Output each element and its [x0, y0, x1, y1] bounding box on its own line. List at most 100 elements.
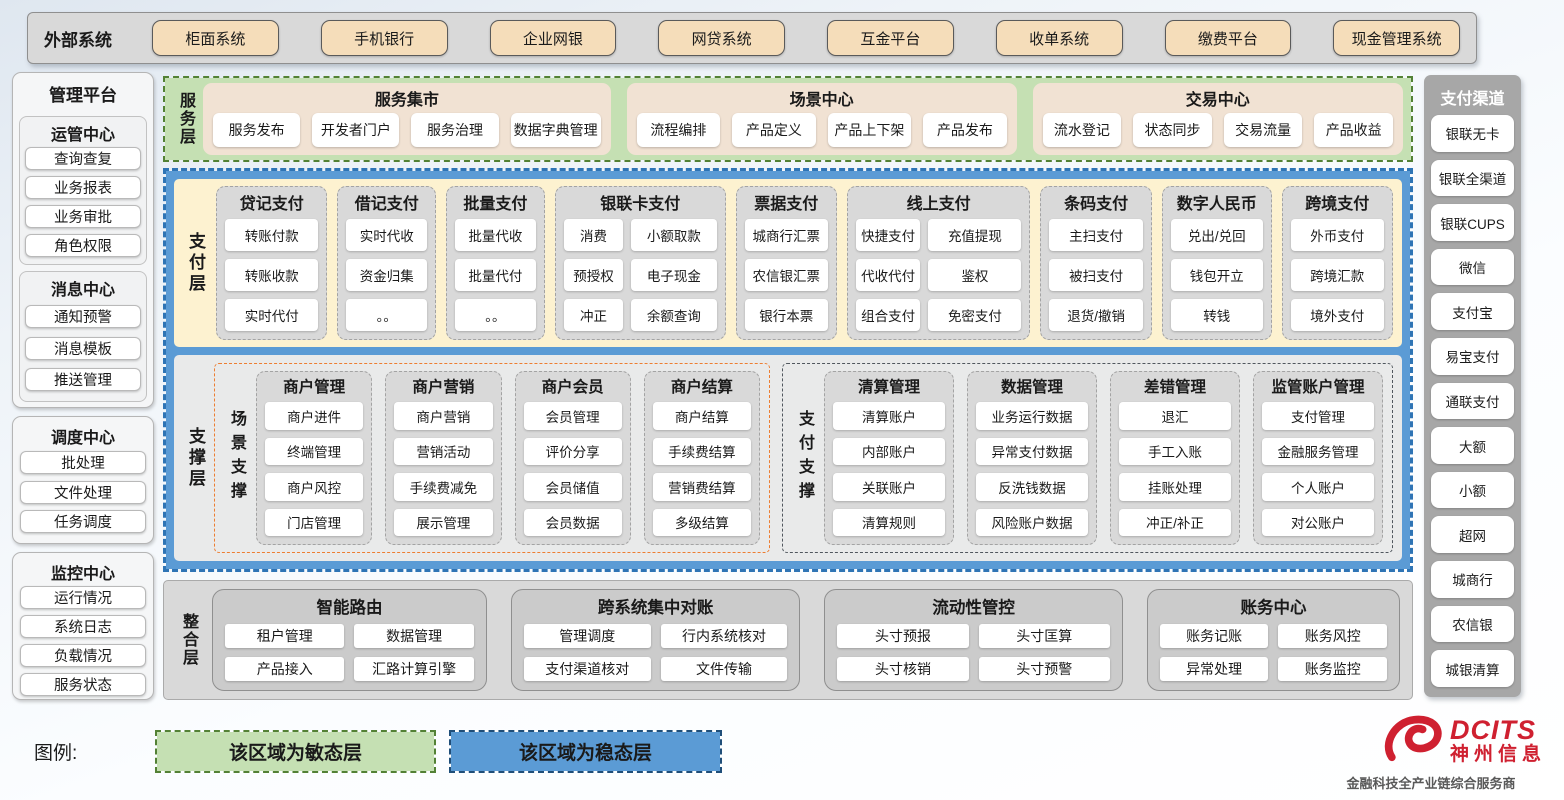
support-item-button[interactable]: 终端管理: [265, 437, 364, 465]
support-item-button[interactable]: 对公账户: [1261, 508, 1374, 536]
service-item-button[interactable]: 交易流量: [1223, 113, 1303, 147]
payment-item-button[interactable]: 农信银汇票: [744, 259, 828, 291]
channel-button[interactable]: 城银清算: [1431, 650, 1514, 687]
payment-item-button[interactable]: 转账收款: [225, 259, 319, 291]
external-system-button[interactable]: 手机银行: [320, 20, 448, 56]
payment-item-button[interactable]: 免密支付: [928, 299, 1022, 331]
support-item-button[interactable]: 退汇: [1118, 402, 1231, 430]
support-item-button[interactable]: 展示管理: [394, 508, 493, 536]
integration-item-button[interactable]: 头寸核销: [837, 657, 969, 681]
service-item-button[interactable]: 产品上下架: [827, 113, 912, 147]
support-item-button[interactable]: 挂账处理: [1118, 473, 1231, 501]
channel-button[interactable]: 超网: [1431, 516, 1514, 554]
support-item-button[interactable]: 营销费结算: [652, 473, 751, 501]
support-item-button[interactable]: 会员数据: [523, 508, 622, 536]
service-item-button[interactable]: 流程编排: [636, 113, 721, 147]
payment-item-button[interactable]: 批量代付: [455, 259, 536, 291]
channel-button[interactable]: 通联支付: [1431, 382, 1514, 420]
channel-button[interactable]: 银联CUPS: [1431, 204, 1514, 241]
service-item-button[interactable]: 开发者门户: [312, 113, 400, 147]
integration-item-button[interactable]: 头寸预报: [837, 624, 969, 648]
external-system-button[interactable]: 柜面系统: [152, 20, 279, 56]
support-item-button[interactable]: 会员储值: [523, 473, 622, 501]
support-item-button[interactable]: 评价分享: [523, 437, 622, 465]
integration-item-button[interactable]: 行内系统核对: [660, 624, 788, 648]
support-item-button[interactable]: 反洗钱数据: [975, 473, 1088, 501]
support-item-button[interactable]: 内部账户: [832, 437, 945, 465]
payment-item-button[interactable]: 银行本票: [744, 299, 828, 331]
payment-item-button[interactable]: 组合支付: [855, 299, 921, 331]
payment-item-button[interactable]: 资金归集: [346, 259, 428, 291]
payment-item-button[interactable]: 。。: [346, 299, 428, 331]
support-item-button[interactable]: 金融服务管理: [1261, 437, 1374, 465]
support-item-button[interactable]: 商户进件: [265, 402, 364, 430]
integration-item-button[interactable]: 产品接入: [225, 657, 345, 681]
management-item-button[interactable]: 推送管理: [25, 368, 141, 392]
payment-item-button[interactable]: 批量代收: [455, 219, 536, 251]
payment-item-button[interactable]: 充值提现: [928, 219, 1022, 251]
management-item-button[interactable]: 查询查复: [25, 147, 141, 170]
management-item-button[interactable]: 角色权限: [25, 234, 141, 257]
channel-button[interactable]: 农信银: [1431, 605, 1514, 643]
management-item-button[interactable]: 负载情况: [20, 644, 146, 667]
integration-item-button[interactable]: 账务记账: [1159, 624, 1269, 648]
integration-item-button[interactable]: 管理调度: [523, 624, 651, 648]
integration-item-button[interactable]: 汇路计算引擎: [354, 657, 474, 681]
support-item-button[interactable]: 风险账户数据: [975, 508, 1088, 536]
management-item-button[interactable]: 业务审批: [25, 205, 141, 228]
external-system-button[interactable]: 互金平台: [827, 20, 954, 56]
management-item-button[interactable]: 系统日志: [20, 615, 146, 638]
integration-item-button[interactable]: 头寸预警: [978, 657, 1110, 681]
support-item-button[interactable]: 门店管理: [265, 508, 364, 536]
management-item-button[interactable]: 任务调度: [20, 510, 146, 534]
support-item-button[interactable]: 冲正/补正: [1118, 508, 1231, 536]
integration-item-button[interactable]: 账务监控: [1278, 657, 1387, 681]
payment-item-button[interactable]: 兑出/兑回: [1170, 219, 1263, 251]
support-item-button[interactable]: 多级结算: [652, 508, 751, 536]
payment-item-button[interactable]: 转钱: [1170, 299, 1263, 331]
management-item-button[interactable]: 消息模板: [25, 336, 141, 360]
payment-item-button[interactable]: 外币支付: [1290, 219, 1384, 251]
management-item-button[interactable]: 运行情况: [20, 586, 146, 609]
payment-item-button[interactable]: 。。: [455, 299, 536, 331]
payment-item-button[interactable]: 退货/撤销: [1049, 299, 1143, 331]
channel-button[interactable]: 支付宝: [1431, 293, 1514, 331]
channel-button[interactable]: 城商行: [1431, 561, 1514, 598]
external-system-button[interactable]: 现金管理系统: [1333, 20, 1460, 56]
payment-item-button[interactable]: 预授权: [563, 259, 624, 291]
management-item-button[interactable]: 批处理: [20, 450, 146, 474]
payment-item-button[interactable]: 小额取款: [631, 219, 717, 251]
payment-item-button[interactable]: 城商行汇票: [744, 219, 828, 251]
support-item-button[interactable]: 支付管理: [1261, 402, 1374, 430]
payment-item-button[interactable]: 鉴权: [928, 259, 1022, 291]
service-item-button[interactable]: 状态同步: [1133, 113, 1212, 147]
support-item-button[interactable]: 会员管理: [523, 402, 622, 430]
channel-button[interactable]: 银联全渠道: [1431, 159, 1514, 197]
channel-button[interactable]: 易宝支付: [1431, 338, 1514, 375]
channel-button[interactable]: 微信: [1431, 248, 1514, 286]
service-item-button[interactable]: 产品定义: [732, 113, 816, 147]
external-system-button[interactable]: 网贷系统: [658, 20, 785, 56]
channel-button[interactable]: 大额: [1431, 427, 1514, 464]
payment-item-button[interactable]: 被扫支付: [1049, 259, 1143, 291]
support-item-button[interactable]: 商户营销: [394, 402, 493, 430]
service-item-button[interactable]: 流水登记: [1042, 113, 1122, 147]
payment-item-button[interactable]: 实时代付: [225, 299, 319, 331]
integration-item-button[interactable]: 文件传输: [660, 657, 788, 681]
management-item-button[interactable]: 服务状态: [20, 673, 146, 696]
support-item-button[interactable]: 营销活动: [394, 437, 493, 465]
payment-item-button[interactable]: 消费: [563, 219, 624, 251]
support-item-button[interactable]: 手续费结算: [652, 437, 751, 465]
support-item-button[interactable]: 商户风控: [265, 473, 364, 501]
payment-item-button[interactable]: 境外支付: [1290, 299, 1384, 331]
service-item-button[interactable]: 数据字典管理: [510, 113, 601, 147]
integration-item-button[interactable]: 异常处理: [1159, 657, 1269, 681]
external-system-button[interactable]: 缴费平台: [1164, 20, 1292, 56]
support-item-button[interactable]: 业务运行数据: [975, 402, 1088, 430]
channel-button[interactable]: 银联无卡: [1431, 115, 1514, 152]
payment-item-button[interactable]: 跨境汇款: [1290, 259, 1384, 291]
payment-item-button[interactable]: 钱包开立: [1170, 259, 1263, 291]
support-item-button[interactable]: 手续费减免: [394, 473, 493, 501]
support-item-button[interactable]: 清算账户: [832, 402, 945, 430]
external-system-button[interactable]: 收单系统: [995, 20, 1123, 56]
